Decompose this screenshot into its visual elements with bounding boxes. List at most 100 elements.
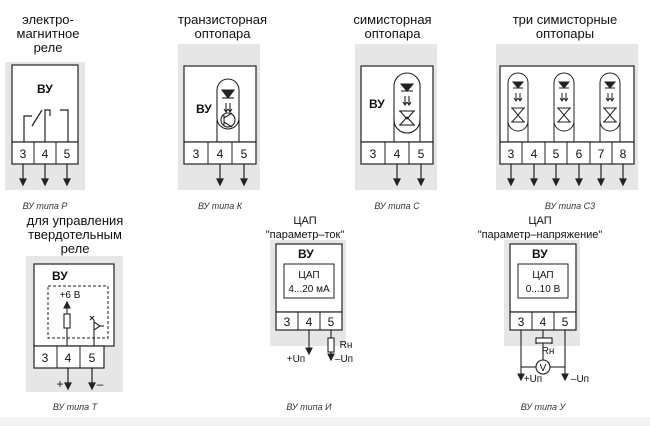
- caption-transistor-optocoupler: ВУ типа К: [197, 201, 242, 211]
- terminal-number: 4: [531, 147, 538, 161]
- voltage-output-wiring: [517, 330, 569, 382]
- output-arrows: [64, 368, 96, 391]
- terminal-number: 3: [518, 315, 525, 329]
- terminal-number: 4: [540, 315, 547, 329]
- caption-triac-optocoupler: ВУ типа С: [374, 201, 420, 211]
- terminal-number: 5: [328, 315, 335, 329]
- terminal-number: 3: [20, 147, 27, 161]
- terminal-number: 5: [562, 315, 569, 329]
- header-solid-state-relay: для управления твердотельным реле: [20, 214, 130, 256]
- panel-three-triac-optocouplers: 3 4 5 6 7 8: [496, 44, 638, 190]
- minus-supply-label: –Uп: [571, 374, 589, 385]
- triac-optocoupler-symbol: [393, 72, 421, 142]
- dac-label: ЦАП: [298, 270, 319, 281]
- header-relay: электро- магнитное реле: [12, 13, 84, 55]
- triac-optocoupler-2: [553, 72, 575, 142]
- terminal-number: 5: [553, 147, 560, 161]
- transistor-switch-symbol: [63, 300, 104, 346]
- header-line: оптопара: [364, 26, 421, 41]
- vy-label: ВУ: [298, 247, 314, 261]
- terminal-number: 5: [241, 147, 248, 161]
- header-line: "параметр–напряжение": [477, 229, 603, 241]
- vy-label: ВУ: [369, 97, 385, 111]
- terminal-number: 4: [217, 147, 224, 161]
- header-line: ЦАП: [528, 215, 552, 227]
- caption-dac-current: ВУ типа И: [286, 402, 332, 412]
- header-transistor-optocoupler: транзисторная оптопара: [175, 13, 270, 41]
- output-arrows: [507, 164, 627, 187]
- optocoupler-symbol: [216, 78, 240, 142]
- header-triac-optocoupler: симисторная оптопара: [345, 13, 440, 41]
- triac-optocoupler-1: [507, 72, 529, 142]
- header-line: ЦАП: [293, 215, 317, 227]
- vy-box: [499, 65, 635, 143]
- header-line: три симисторные: [512, 12, 618, 27]
- terminal-block: [33, 345, 105, 369]
- header-line: транзисторная: [177, 12, 268, 27]
- header-line: магнитное: [16, 26, 80, 41]
- output-arrows: [393, 164, 425, 187]
- terminal-number: 3: [42, 351, 49, 365]
- dac-label: ЦАП: [532, 270, 553, 281]
- minus-label: –: [97, 377, 104, 391]
- terminal-number: 6: [576, 147, 583, 161]
- vy-label: ВУ: [37, 82, 53, 96]
- load-resistor-label: Rн: [340, 340, 353, 351]
- vy-label: ВУ: [532, 247, 548, 261]
- panel-solid-state-relay: ВУ +6 В 3 4 5 + –: [26, 256, 123, 392]
- plus-supply-label: +Uп: [524, 374, 542, 385]
- vy-box: [183, 65, 257, 143]
- panel-relay: ВУ 3 4 5: [5, 62, 85, 190]
- header-three-triac-optocouplers: три симисторные оптопары: [505, 13, 625, 41]
- terminal-number: 5: [89, 351, 96, 365]
- terminal-number: 3: [370, 147, 377, 161]
- terminal-number: 3: [284, 315, 291, 329]
- dac-range: 0...10 В: [526, 284, 561, 295]
- triac-optocoupler-3: [599, 72, 621, 142]
- panel-dac-current: ВУ ЦАП 4...20 мА 3 4 5 Rн +Uп –Uп: [270, 240, 353, 365]
- terminal-number: 3: [193, 147, 200, 161]
- current-loop-wiring: [305, 330, 335, 362]
- vy-label: ВУ: [196, 102, 212, 116]
- vy-box: [33, 263, 115, 347]
- header-dac-voltage: ЦАП "параметр–напряжение": [465, 214, 615, 242]
- header-line: симисторная: [353, 12, 432, 27]
- output-arrows: [19, 164, 71, 187]
- terminal-number: 4: [306, 315, 313, 329]
- header-line: оптопара: [194, 26, 251, 41]
- caption-relay: ВУ типа Р: [22, 201, 68, 211]
- inner-dashed-box: [47, 285, 109, 339]
- load-resistor-label: Rн: [542, 346, 555, 357]
- header-line: для управления: [26, 213, 124, 228]
- header-line: "параметр–ток": [265, 229, 345, 241]
- minus-supply-label: –Uп: [335, 354, 353, 365]
- output-arrows: [216, 164, 248, 187]
- bottom-band: [0, 417, 650, 426]
- dac-range: 4...20 мА: [288, 284, 330, 295]
- vy-label: ВУ: [52, 269, 68, 283]
- terminal-number: 5: [64, 147, 71, 161]
- caption-solid-state-relay: ВУ типа Т: [52, 402, 98, 412]
- supply-label: +6 В: [60, 290, 81, 301]
- dac-box: [283, 263, 335, 299]
- terminal-number: 4: [394, 147, 401, 161]
- vy-box: [360, 65, 434, 143]
- header-dac-current: ЦАП "параметр–ток": [250, 214, 360, 242]
- header-line: реле: [33, 40, 63, 55]
- relay-contact-symbol: [23, 109, 69, 142]
- plus-label: +: [56, 377, 63, 391]
- terminal-number: 8: [620, 147, 627, 161]
- panel-triac-optocoupler: ВУ 3 4 5: [355, 44, 437, 190]
- caption-dac-voltage: ВУ типа У: [520, 402, 566, 412]
- terminal-number: 4: [65, 351, 72, 365]
- plus-supply-label: +Uп: [287, 354, 305, 365]
- dac-box: [517, 263, 569, 299]
- terminal-number: 4: [42, 147, 49, 161]
- panel-dac-voltage: ВУ ЦАП 0...10 В 3 4 5 Rн V +Uп –Uп: [504, 240, 589, 385]
- header-line: твердотельным: [28, 227, 122, 242]
- header-line: электро-: [22, 12, 74, 27]
- panel-transistor-optocoupler: ВУ 3 4 5: [178, 44, 260, 190]
- terminal-dividers: [521, 142, 613, 164]
- terminal-number: 5: [418, 147, 425, 161]
- terminal-number: 3: [508, 147, 515, 161]
